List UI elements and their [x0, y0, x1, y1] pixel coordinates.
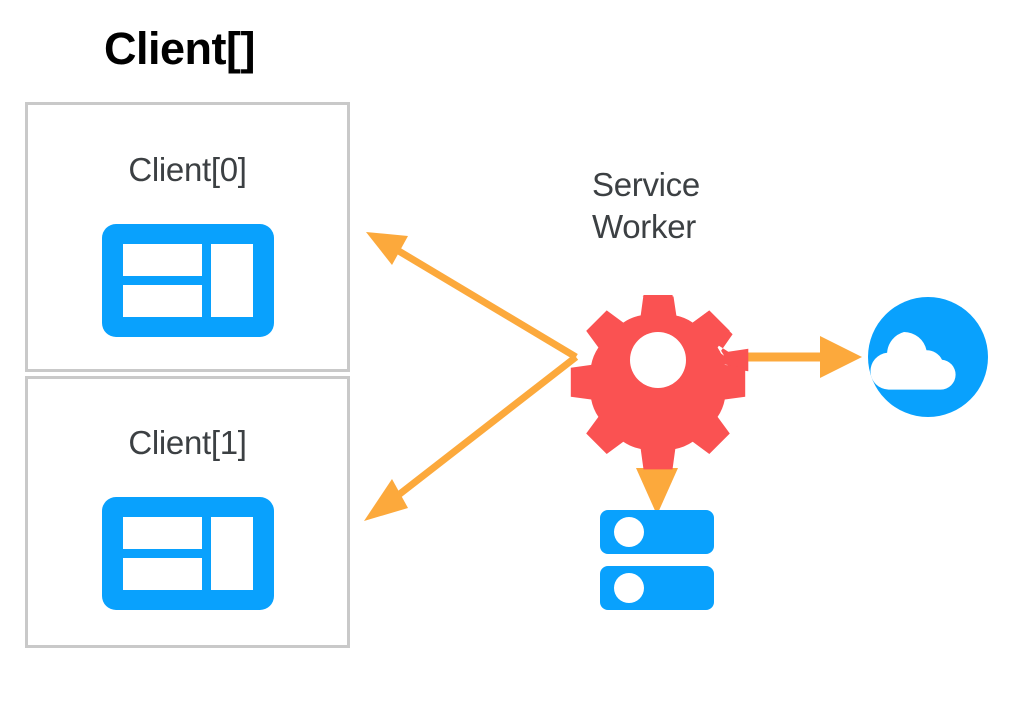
window-side-pane [210, 517, 253, 590]
window-side-pane [210, 244, 253, 317]
window-pane-bottom [122, 558, 202, 590]
client-box-0: Client[0] [25, 102, 350, 372]
window-left-panes [122, 517, 202, 590]
arrow-service-worker-to-cloud [726, 336, 862, 378]
service-worker-label: Service Worker [592, 164, 700, 248]
page-title: Client[] [104, 23, 255, 74]
service-worker-label-line-1: Service [592, 166, 700, 203]
client-0-label: Client[0] [128, 151, 247, 188]
arrow-service-worker-to-client-0 [366, 232, 578, 361]
service-worker-label-line-2: Worker [592, 208, 696, 246]
client-box-1: Client[1] [25, 376, 350, 648]
window-pane-top [122, 244, 202, 276]
browser-window-icon [101, 497, 274, 610]
window-pane-top [122, 517, 202, 549]
arrow-service-worker-to-client-1 [364, 354, 579, 521]
cloud-icon [868, 297, 988, 417]
client-1-label: Client[1] [128, 424, 247, 461]
gear-icon [570, 295, 749, 470]
window-left-panes [122, 244, 202, 317]
window-pane-bottom [122, 285, 202, 317]
arrow-service-worker-to-storage [636, 432, 678, 515]
server-storage-icon [600, 510, 714, 610]
browser-window-icon [101, 224, 274, 337]
